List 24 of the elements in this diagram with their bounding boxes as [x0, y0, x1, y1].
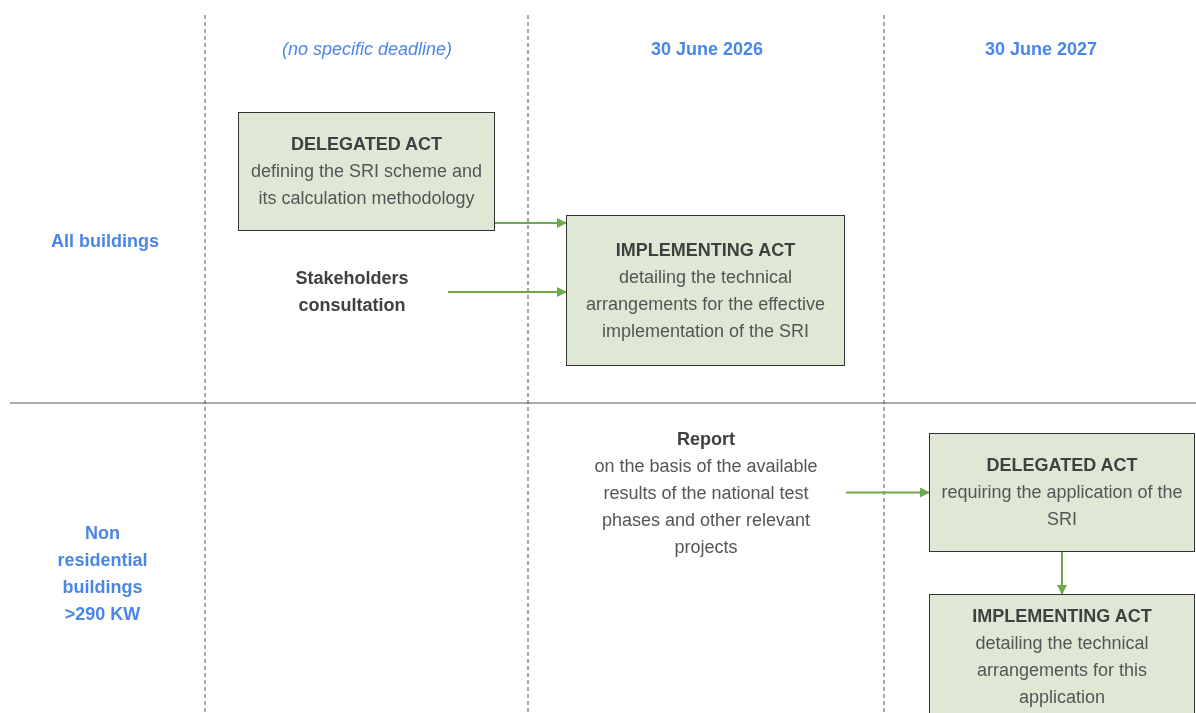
arrow [494, 218, 567, 228]
row-heading: Non residential buildings >290 KW [56, 522, 149, 626]
arrow [845, 487, 930, 498]
box-heading: IMPLEMENTING ACT [971, 604, 1153, 628]
box-heading: IMPLEMENTING ACT [614, 238, 797, 262]
act-box [238, 112, 495, 231]
arrow [447, 287, 567, 297]
box-heading: Stakeholders consultation [294, 267, 410, 317]
act-box [929, 433, 1195, 552]
box-description: on the basis of the available results of the national test phases and other relevant projects [593, 454, 819, 559]
row-heading: All buildings [50, 230, 160, 253]
arrow [1057, 551, 1067, 595]
deadline-date: 30 June 2027 [983, 38, 1099, 61]
box-description: detailing the technical arrangements for this application [974, 631, 1150, 709]
act-box [566, 215, 845, 366]
box-heading: DELEGATED ACT [985, 454, 1139, 477]
box-description: detailing the technical arrangements for the effective implementation of the SRI [585, 265, 826, 343]
box-heading: Report [676, 427, 736, 451]
box-description: defining the SRI scheme and its calculation methodology [249, 160, 484, 210]
box-heading: DELEGATED ACT [290, 133, 443, 156]
box-description: requiring the application of the SRI [940, 481, 1184, 531]
deadline-date: 30 June 2026 [649, 38, 765, 61]
deadline-note: (no specific deadline) [280, 38, 454, 61]
act-box [929, 594, 1195, 713]
